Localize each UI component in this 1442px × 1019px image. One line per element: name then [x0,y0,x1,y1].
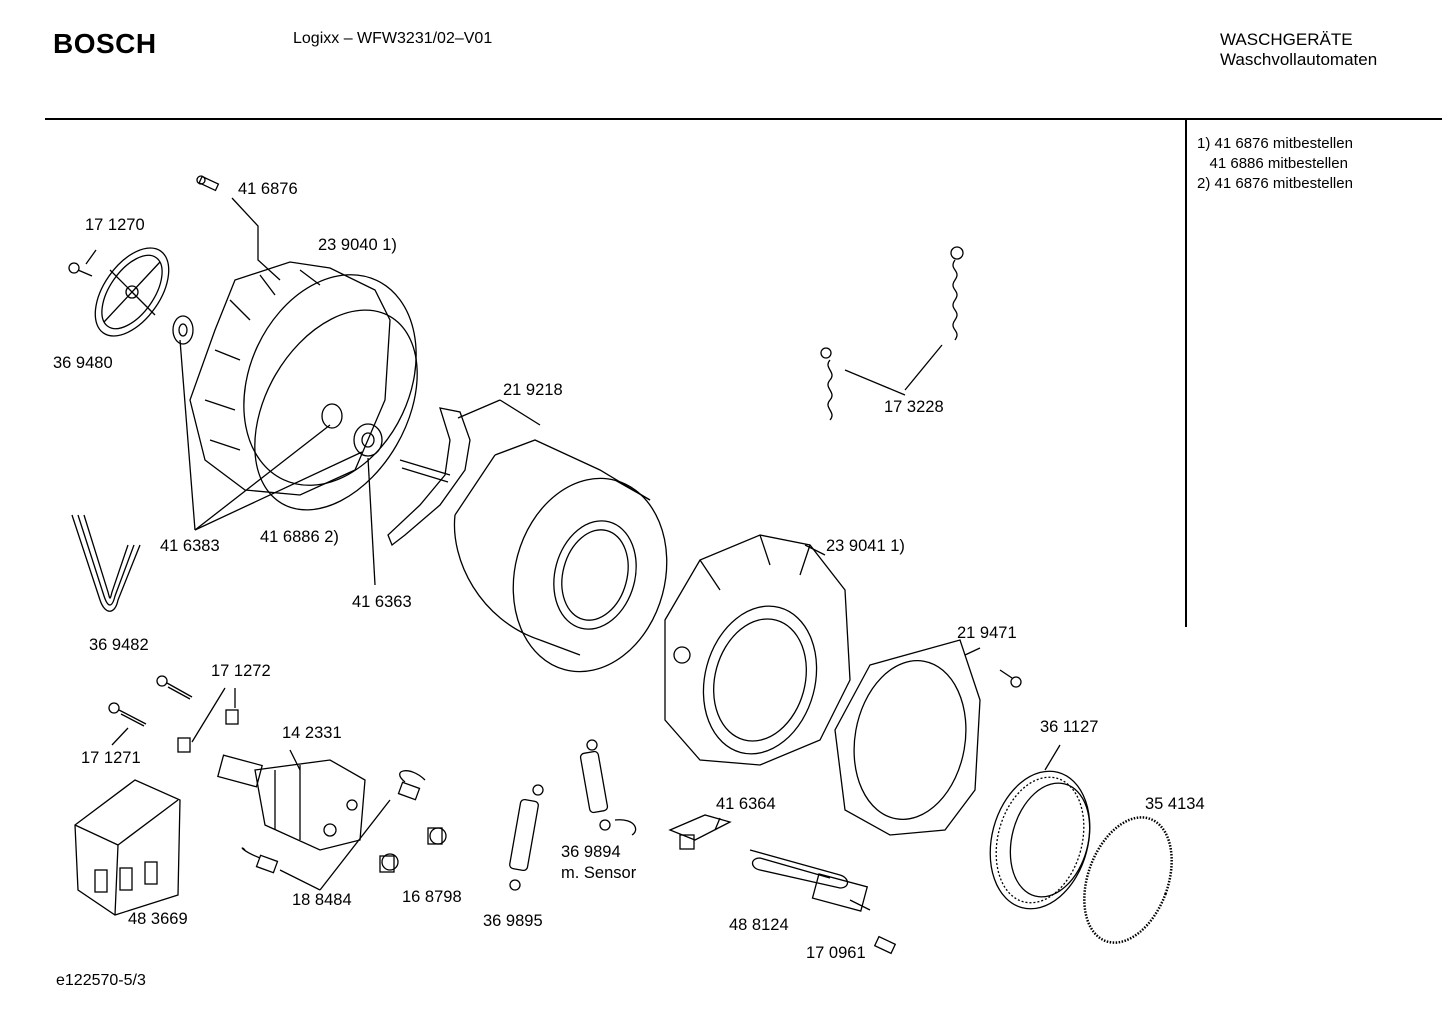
bushing-2 [379,853,399,873]
part-label-369894-note: m. Sensor [561,864,637,882]
part-label-142331[interactable]: 14 2331 [282,724,342,742]
drum-spider-shaft [387,407,471,547]
clamp-ring [1083,816,1173,944]
front-tub-half [664,534,851,766]
motor [217,754,366,851]
shock-absorber [509,784,544,891]
part-label-239040[interactable]: 23 9040 1) [318,236,397,254]
suspension-spring-2 [820,347,833,421]
nut-171272-b [225,709,239,725]
screw-171271-a [108,702,147,727]
part-label-416876[interactable]: 41 6876 [238,180,298,198]
pulley-screw [68,262,93,277]
part-label-171272[interactable]: 17 1272 [211,662,271,680]
part-label-171271[interactable]: 17 1271 [81,749,141,767]
frame-screw [999,669,1022,688]
shock-absorber-sensor [579,739,637,836]
part-label-173228[interactable]: 17 3228 [884,398,944,416]
door-gasket-frame [834,639,981,836]
note-line: 2) 41 6876 mitbestellen [1197,175,1353,192]
part-label-168798[interactable]: 16 8798 [402,888,462,906]
nut-171272-a [177,737,191,753]
belt-pulley [94,247,170,337]
suspension-spring-1 [950,246,964,341]
part-label-219471[interactable]: 21 9471 [957,624,1017,642]
category-line-2: Waschvollautomaten [1220,50,1378,69]
part-label-188484[interactable]: 18 8484 [292,891,352,909]
screw-416876 [196,175,220,192]
part-label-416364[interactable]: 41 6364 [716,795,776,813]
part-label-369894[interactable]: 36 9894 [561,843,621,861]
document-id: e122570-5/3 [56,972,146,989]
note-line: 1) 41 6876 mitbestellen [1197,135,1353,152]
ntc-sensor [873,935,897,955]
part-label-361127[interactable]: 36 1127 [1040,718,1099,736]
sensor-bracket [668,814,732,850]
part-label-488124[interactable]: 48 8124 [729,916,789,934]
part-label-416383[interactable]: 41 6383 [160,537,220,555]
part-label-219218[interactable]: 21 9218 [503,381,563,399]
part-label-369480[interactable]: 36 9480 [53,354,113,372]
drive-belt [71,514,141,612]
screw-171271-b [156,675,193,700]
bushing-1 [427,827,447,845]
bearing [172,315,194,345]
drum [453,439,668,673]
heating-element [749,849,871,912]
part-label-171270[interactable]: 17 1270 [85,216,145,234]
part-label-369482[interactable]: 36 9482 [89,636,149,654]
part-label-369895[interactable]: 36 9895 [483,912,543,930]
note-line: 41 6886 mitbestellen [1197,155,1348,172]
part-label-170961[interactable]: 17 0961 [806,944,866,962]
tub-seal-ring [254,309,418,511]
category-line-1: WASCHGERÄTE [1220,30,1353,49]
part-label-416363[interactable]: 41 6363 [352,593,412,611]
brand-logo: BOSCH [53,28,157,59]
part-label-416886[interactable]: 41 6886 2) [260,528,339,546]
order-notes: 1) 41 6876 mitbestellen 41 6886 mitbeste… [1197,134,1353,194]
carbon-brush-2 [241,847,279,874]
part-label-239041[interactable]: 23 9041 1) [826,537,905,555]
door-bellows [989,770,1091,910]
part-label-483669[interactable]: 48 3669 [128,910,188,928]
carbon-brush-1 [397,770,426,801]
control-module [74,779,181,916]
rear-tub-half [189,261,417,496]
model-title: Logixx – WFW3231/02–V01 [293,30,493,47]
part-label-354134[interactable]: 35 4134 [1145,795,1205,813]
